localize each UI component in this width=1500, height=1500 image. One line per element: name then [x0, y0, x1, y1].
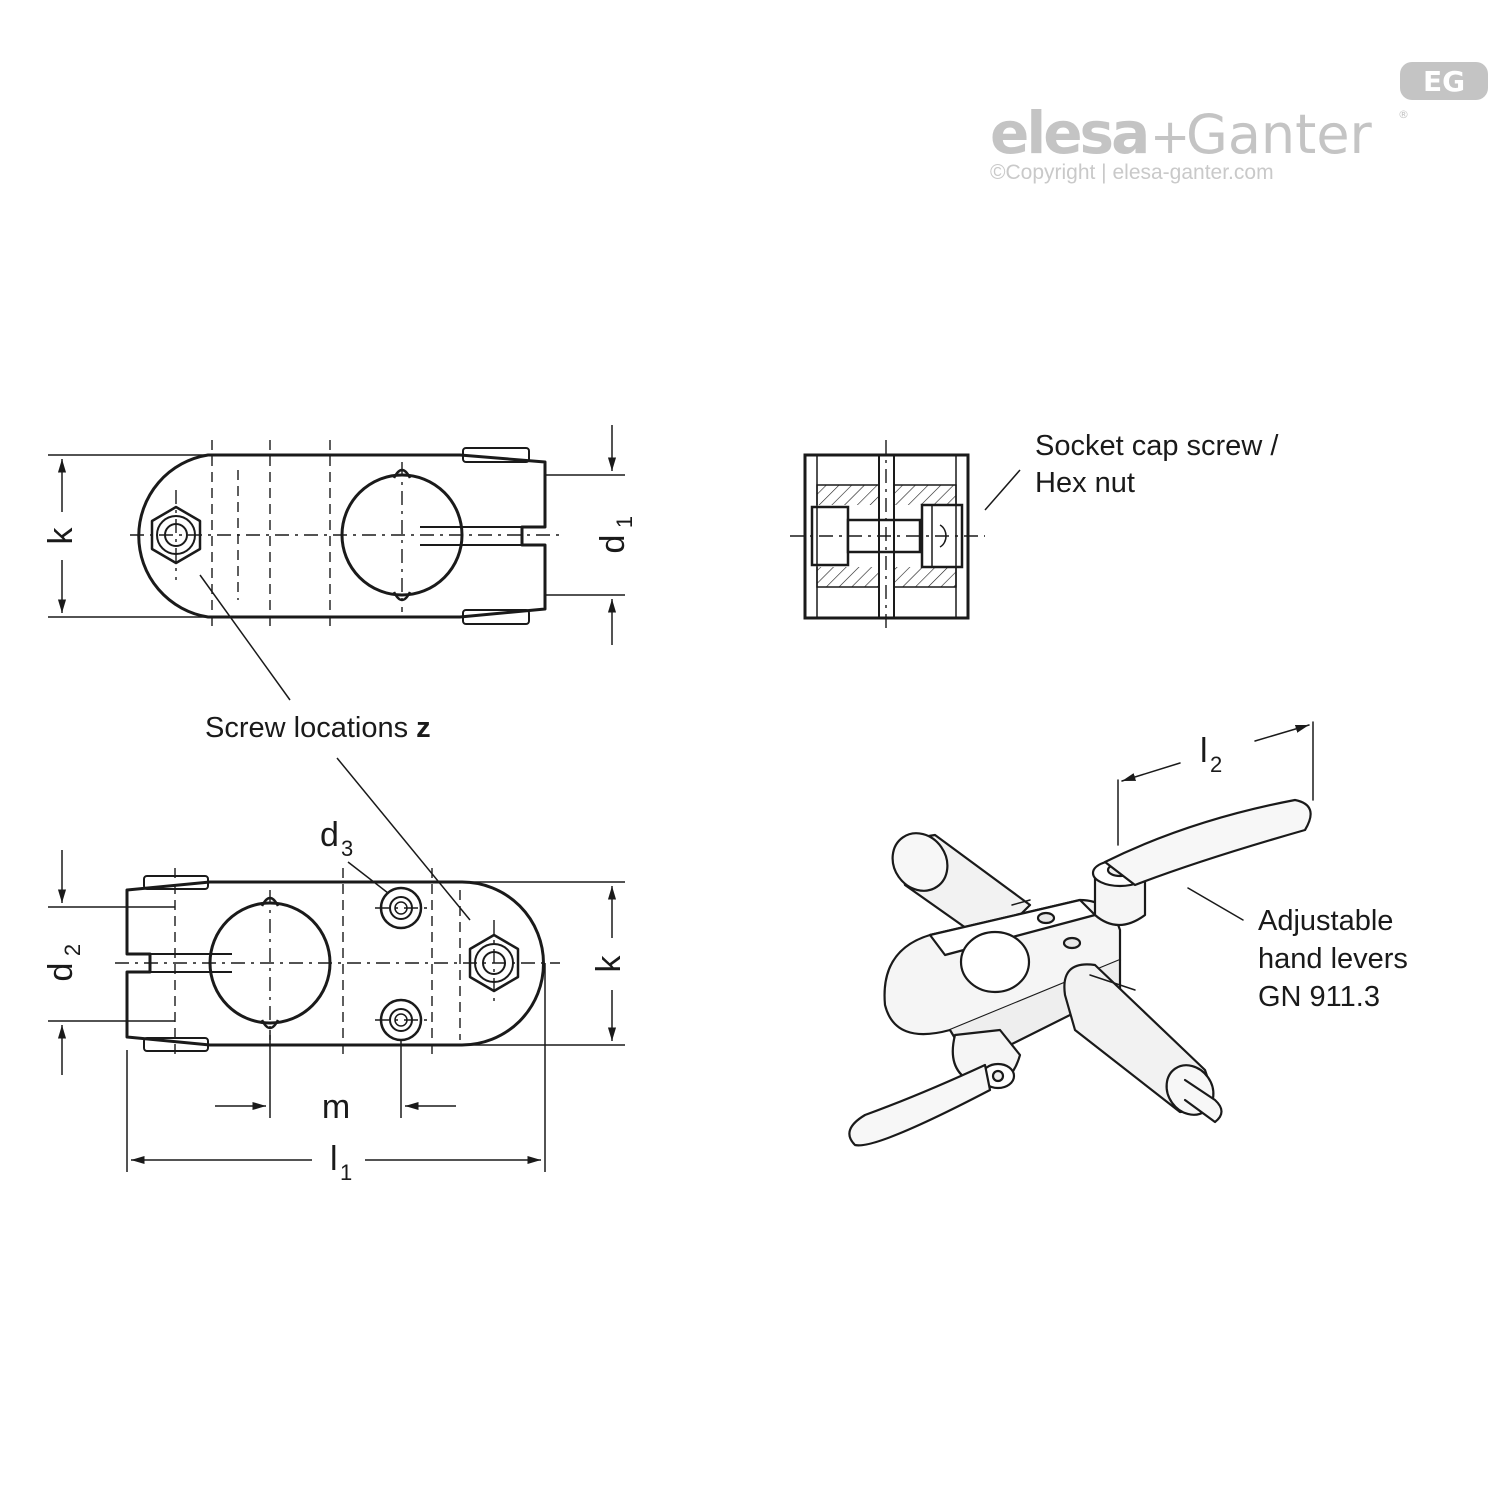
dim-m: m [322, 1088, 350, 1126]
clamp-front-outline [125, 880, 545, 1047]
dim-d2-label: d 2 [42, 944, 85, 982]
isometric-render [848, 721, 1314, 1147]
dim-l1-letter: l [330, 1140, 338, 1178]
label-screw-locations: Screw locations z [205, 712, 431, 744]
label-adjustable: Adjustable [1258, 905, 1393, 937]
dim-d3-label: d 3 [320, 816, 353, 861]
label-gn-911-3: GN 911.3 [1258, 981, 1380, 1013]
render-bore [959, 930, 1031, 994]
dim-d1-label: d 1 [594, 516, 637, 554]
logo-registered-mark: ® [1398, 108, 1409, 121]
logo-badge-frame [1400, 62, 1488, 100]
dim-l1-subscript: 1 [340, 1160, 352, 1185]
label-hand-levers: hand levers [1258, 943, 1408, 975]
screw-locations-leaders [199, 574, 471, 921]
dim-k-bottom: k [590, 955, 628, 973]
front-view-drawing [48, 850, 625, 1172]
logo-copyright: ©Copyright | elesa-ganter.com [990, 161, 1274, 184]
label-socket-cap-screw: Socket cap screw / [1035, 430, 1279, 462]
dim-d1-subscript: 1 [612, 516, 637, 528]
render-lever-boss-top [1093, 873, 1147, 927]
dim-d1-letter: d [594, 535, 632, 554]
label-hex-nut: Hex nut [1035, 467, 1135, 499]
d3-leader [347, 861, 389, 894]
logo-brand-ganter: Ganter [1186, 103, 1373, 166]
top-view-drawing [48, 425, 625, 645]
socket-screw-leader [984, 469, 1021, 511]
dim-l2-letter: l [1200, 732, 1208, 770]
clamp-body-outline [137, 453, 547, 619]
dim-k-top: k [42, 527, 80, 545]
render-hand-lever-top [1103, 798, 1312, 887]
dim-l1-label: l 1 [330, 1140, 352, 1185]
dim-l2-label: l 2 [1200, 732, 1222, 777]
section-view-drawing [790, 440, 1021, 632]
brand-logo: EG elesa + Ganter ® ©Copyright | elesa-g… [990, 62, 1488, 184]
dim-d2-letter: d [42, 963, 80, 982]
dim-d3-letter: d [320, 816, 339, 854]
hex-nut-top-view [150, 505, 202, 565]
screw-head-bottom [462, 609, 530, 625]
levers-leader [1187, 887, 1244, 921]
dim-l2-subscript: 2 [1210, 752, 1222, 777]
dim-d3-subscript: 3 [341, 836, 353, 861]
label-screw-locations-text: Screw locations [205, 712, 416, 744]
dim-d2-subscript: 2 [60, 944, 85, 956]
logo-plus: + [1150, 109, 1190, 165]
render-hand-lever-bottom [848, 1063, 992, 1147]
front-screw-head-top [143, 875, 209, 890]
logo-badge-text: EG [1423, 65, 1465, 98]
label-screw-locations-z: z [416, 712, 431, 744]
front-screw-head-bottom [143, 1037, 209, 1052]
screw-head-top [462, 447, 530, 463]
logo-brand-elesa: elesa [990, 99, 1147, 167]
